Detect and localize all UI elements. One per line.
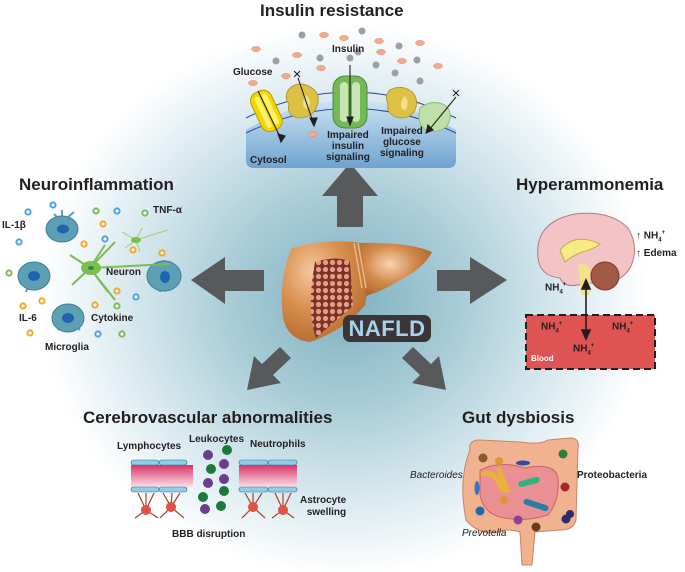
proteobacteria-label: Proteobacteria — [577, 470, 648, 481]
blood-box — [525, 314, 656, 370]
cytokine-dots — [5, 201, 166, 338]
arrow-down-left-icon — [247, 347, 291, 390]
fatty-liver-cutaway — [310, 258, 353, 338]
cytokine-label: Cytokine — [91, 313, 134, 324]
leukocytes-label: Leukocytes — [189, 434, 245, 445]
glucose-transporter-blocked — [285, 83, 319, 119]
insulin-particles — [272, 27, 424, 85]
edema-label: ↑ Edema — [636, 248, 677, 259]
nh4-brain-label: NH4+ — [545, 282, 567, 296]
impaired-glucose-label: Impaired glucose signaling — [380, 126, 424, 159]
nh4-up-label: ↑ NH4+ — [636, 230, 666, 244]
insulin-label: Insulin — [332, 44, 365, 55]
blood-vessel-right — [238, 459, 298, 493]
neuroinflammation-title: Neuroinflammation — [19, 175, 174, 194]
prevotella-label: Prevotella — [462, 528, 507, 539]
glucose-label: Glucose — [233, 67, 273, 78]
astrocyte-processes — [134, 492, 295, 519]
arrow-up-icon — [322, 163, 378, 227]
glucose-transporter-active — [250, 89, 283, 133]
cerebrovascular-title: Cerebrovascular abnormalities — [83, 408, 333, 427]
leukocytes — [198, 445, 232, 514]
arrow-right-icon — [437, 257, 507, 304]
cytosol-label: Cytosol — [250, 155, 287, 166]
il1b-label: IL-1β — [2, 220, 26, 231]
nh4-blood-right-label: NH4+ — [612, 321, 634, 335]
microglia-nuclei — [28, 224, 170, 323]
astrocytes — [141, 502, 288, 515]
tnfa-label: TNF-α — [153, 205, 182, 216]
neutrophils-label: Neutrophils — [250, 439, 306, 450]
bacteroides-label: Bacteroides — [410, 470, 463, 481]
hyperammonemia-title: Hyperammonemia — [516, 175, 664, 194]
impaired-insulin-label: Impaired insulin signaling — [326, 130, 370, 163]
nh4-blood-left-label: NH4+ — [541, 321, 563, 335]
liver-right-lobe — [362, 242, 432, 296]
arrow-left-icon — [191, 257, 264, 304]
blood-label: Blood — [531, 354, 554, 363]
astrocyte-swelling-label: Astrocyte swelling — [300, 495, 347, 518]
arrow-down-right-icon — [402, 347, 446, 390]
glucose-particles — [248, 32, 443, 137]
cerebellum — [590, 261, 620, 291]
bacteria — [474, 449, 574, 532]
lymphocytes-label: Lymphocytes — [117, 441, 182, 452]
glucose-transporter-faded — [418, 102, 451, 132]
blood-vessel-left — [130, 459, 193, 493]
nh4-blood-center-label: NH4+ — [573, 343, 595, 357]
il6-label: IL-6 — [19, 313, 37, 324]
neuron-processes — [69, 241, 171, 301]
exchange-arrow — [580, 278, 592, 341]
neuron-label: Neuron — [106, 267, 141, 278]
small-neuron — [121, 227, 169, 253]
gut-dysbiosis-title: Gut dysbiosis — [462, 408, 575, 427]
insulin-resistance-title: Insulin resistance — [260, 1, 404, 20]
blocked-x-marks — [293, 70, 460, 97]
microglia-label: Microglia — [45, 342, 89, 353]
bbb-disruption-label: BBB disruption — [172, 529, 246, 540]
nafld-label: NAFLD — [343, 315, 431, 342]
